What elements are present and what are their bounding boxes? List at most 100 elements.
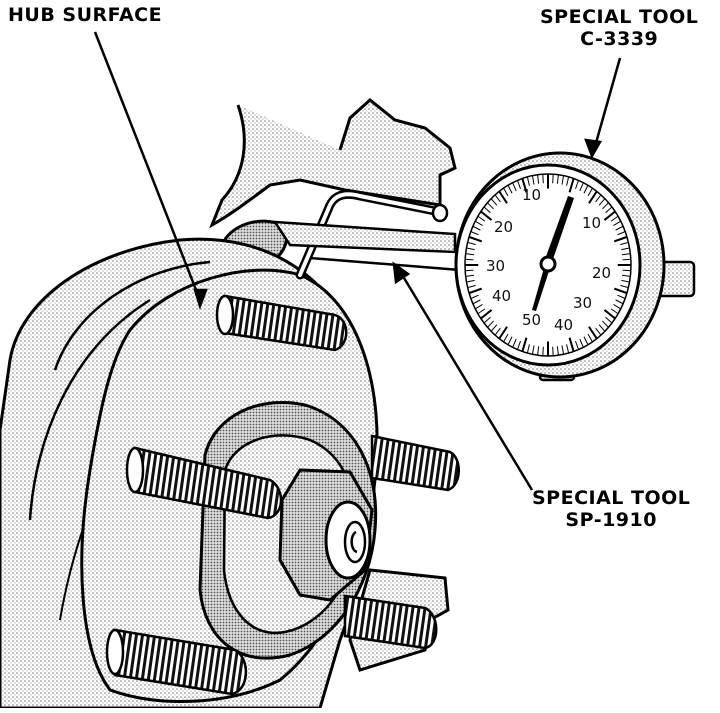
dial-tick [587, 187, 593, 197]
dial-tick [494, 327, 501, 336]
indicator-arm [272, 189, 461, 280]
dial-tick [466, 247, 475, 251]
dial-tick [568, 337, 575, 352]
dial-tick [621, 247, 630, 251]
dial-tick [603, 210, 616, 221]
c3339-line2: C-3339 [580, 28, 659, 50]
dial-tick [588, 190, 598, 204]
dial-tick [605, 206, 613, 214]
dial-tick [561, 175, 565, 185]
dial-number: 20 [592, 264, 611, 282]
dial-tick [503, 333, 509, 343]
dial-tick [588, 326, 598, 340]
dial-tick [477, 215, 486, 222]
dial-tick [595, 327, 602, 336]
dial-tick [472, 225, 481, 231]
sp1910-line2: SP-1910 [565, 509, 657, 531]
dial-tick [622, 258, 631, 261]
dial-tick [561, 345, 565, 355]
dial-tick [610, 215, 619, 222]
dial-tick [465, 269, 474, 272]
dial-number: 40 [492, 287, 511, 305]
dial-number: 10 [582, 214, 601, 232]
dial-tick [556, 174, 559, 184]
dial-tick [507, 336, 513, 345]
dial-tick [602, 202, 609, 210]
dial-tick [465, 274, 474, 277]
dial-tick [598, 198, 606, 206]
dial-tick [490, 324, 498, 332]
dial-tick [579, 182, 584, 192]
dial-tick [466, 279, 475, 283]
dial-tick [467, 241, 476, 246]
dial-tick [587, 333, 593, 343]
dial-tick [490, 198, 498, 206]
dial-tick [542, 346, 544, 356]
dial-ticks [465, 174, 631, 356]
dial-tick [595, 194, 602, 203]
dial-tick [483, 206, 491, 214]
dial-tick [521, 178, 528, 193]
dial-tick [552, 174, 554, 184]
dial-tick [622, 274, 631, 277]
dial-tick [465, 253, 474, 256]
dial-tick [521, 337, 528, 352]
dial-tick [622, 269, 631, 272]
dial-tick [622, 253, 631, 256]
dial-tick [480, 309, 493, 320]
stud-lower-left [105, 628, 248, 696]
special-tool-sp1910-label: SPECIAL TOOL SP-1910 [532, 487, 690, 531]
dial-tick [487, 202, 494, 210]
dial-tick [475, 220, 483, 226]
dial-tick [621, 279, 630, 283]
dial-tick [617, 294, 626, 299]
dial-tick [605, 316, 613, 324]
dial-tick [598, 324, 606, 332]
special-tool-c3339-label: SPECIAL TOOL C-3339 [540, 6, 698, 50]
dial-tick [465, 258, 474, 261]
dial-tick [507, 185, 513, 194]
dial-tick [503, 187, 509, 197]
dial-number: 30 [573, 294, 592, 312]
dial-number: 30 [486, 257, 505, 275]
wheel-studs [105, 294, 460, 696]
stud-upper [215, 294, 348, 352]
dial-tick [542, 174, 544, 184]
dial-tick [526, 176, 530, 186]
sp1910-line1: SPECIAL TOOL [532, 487, 691, 509]
leader-hub-surface [93, 31, 202, 301]
dial-tick [472, 299, 481, 305]
dial-number: 20 [494, 218, 513, 236]
dial-tick [468, 287, 483, 295]
dial-indicator: 10 20 30 40 50 10 20 30 40 [454, 151, 696, 382]
dial-tick [498, 326, 508, 340]
dial-tick [480, 210, 493, 221]
dial-number: 10 [522, 186, 541, 204]
dial-tick [552, 346, 554, 356]
dial-tick [516, 180, 521, 190]
dial-tick [602, 320, 609, 328]
dial-tick [498, 190, 508, 204]
dial-tick [494, 194, 501, 203]
dial-tick [610, 308, 619, 315]
dial-tick [468, 235, 483, 243]
dial-tick [531, 175, 535, 185]
stud-left [125, 446, 283, 520]
dial-needle [544, 196, 574, 262]
dial-tick [579, 338, 584, 348]
leader-c3339 [592, 57, 622, 151]
dial-tick [537, 346, 540, 356]
dial-number: 40 [554, 316, 573, 334]
hub-surface-label: HUB SURFACE [8, 4, 163, 26]
dial-tick [512, 338, 517, 348]
dial-tick [477, 308, 486, 315]
dial-tick [603, 309, 616, 320]
dial-tick [531, 345, 535, 355]
dial-tick [467, 284, 476, 289]
dial-tick [583, 336, 589, 345]
dial-numbers: 10 20 30 40 50 10 20 30 40 [486, 186, 611, 334]
dial-tick [613, 287, 628, 295]
dial-needle-tail [532, 268, 550, 311]
